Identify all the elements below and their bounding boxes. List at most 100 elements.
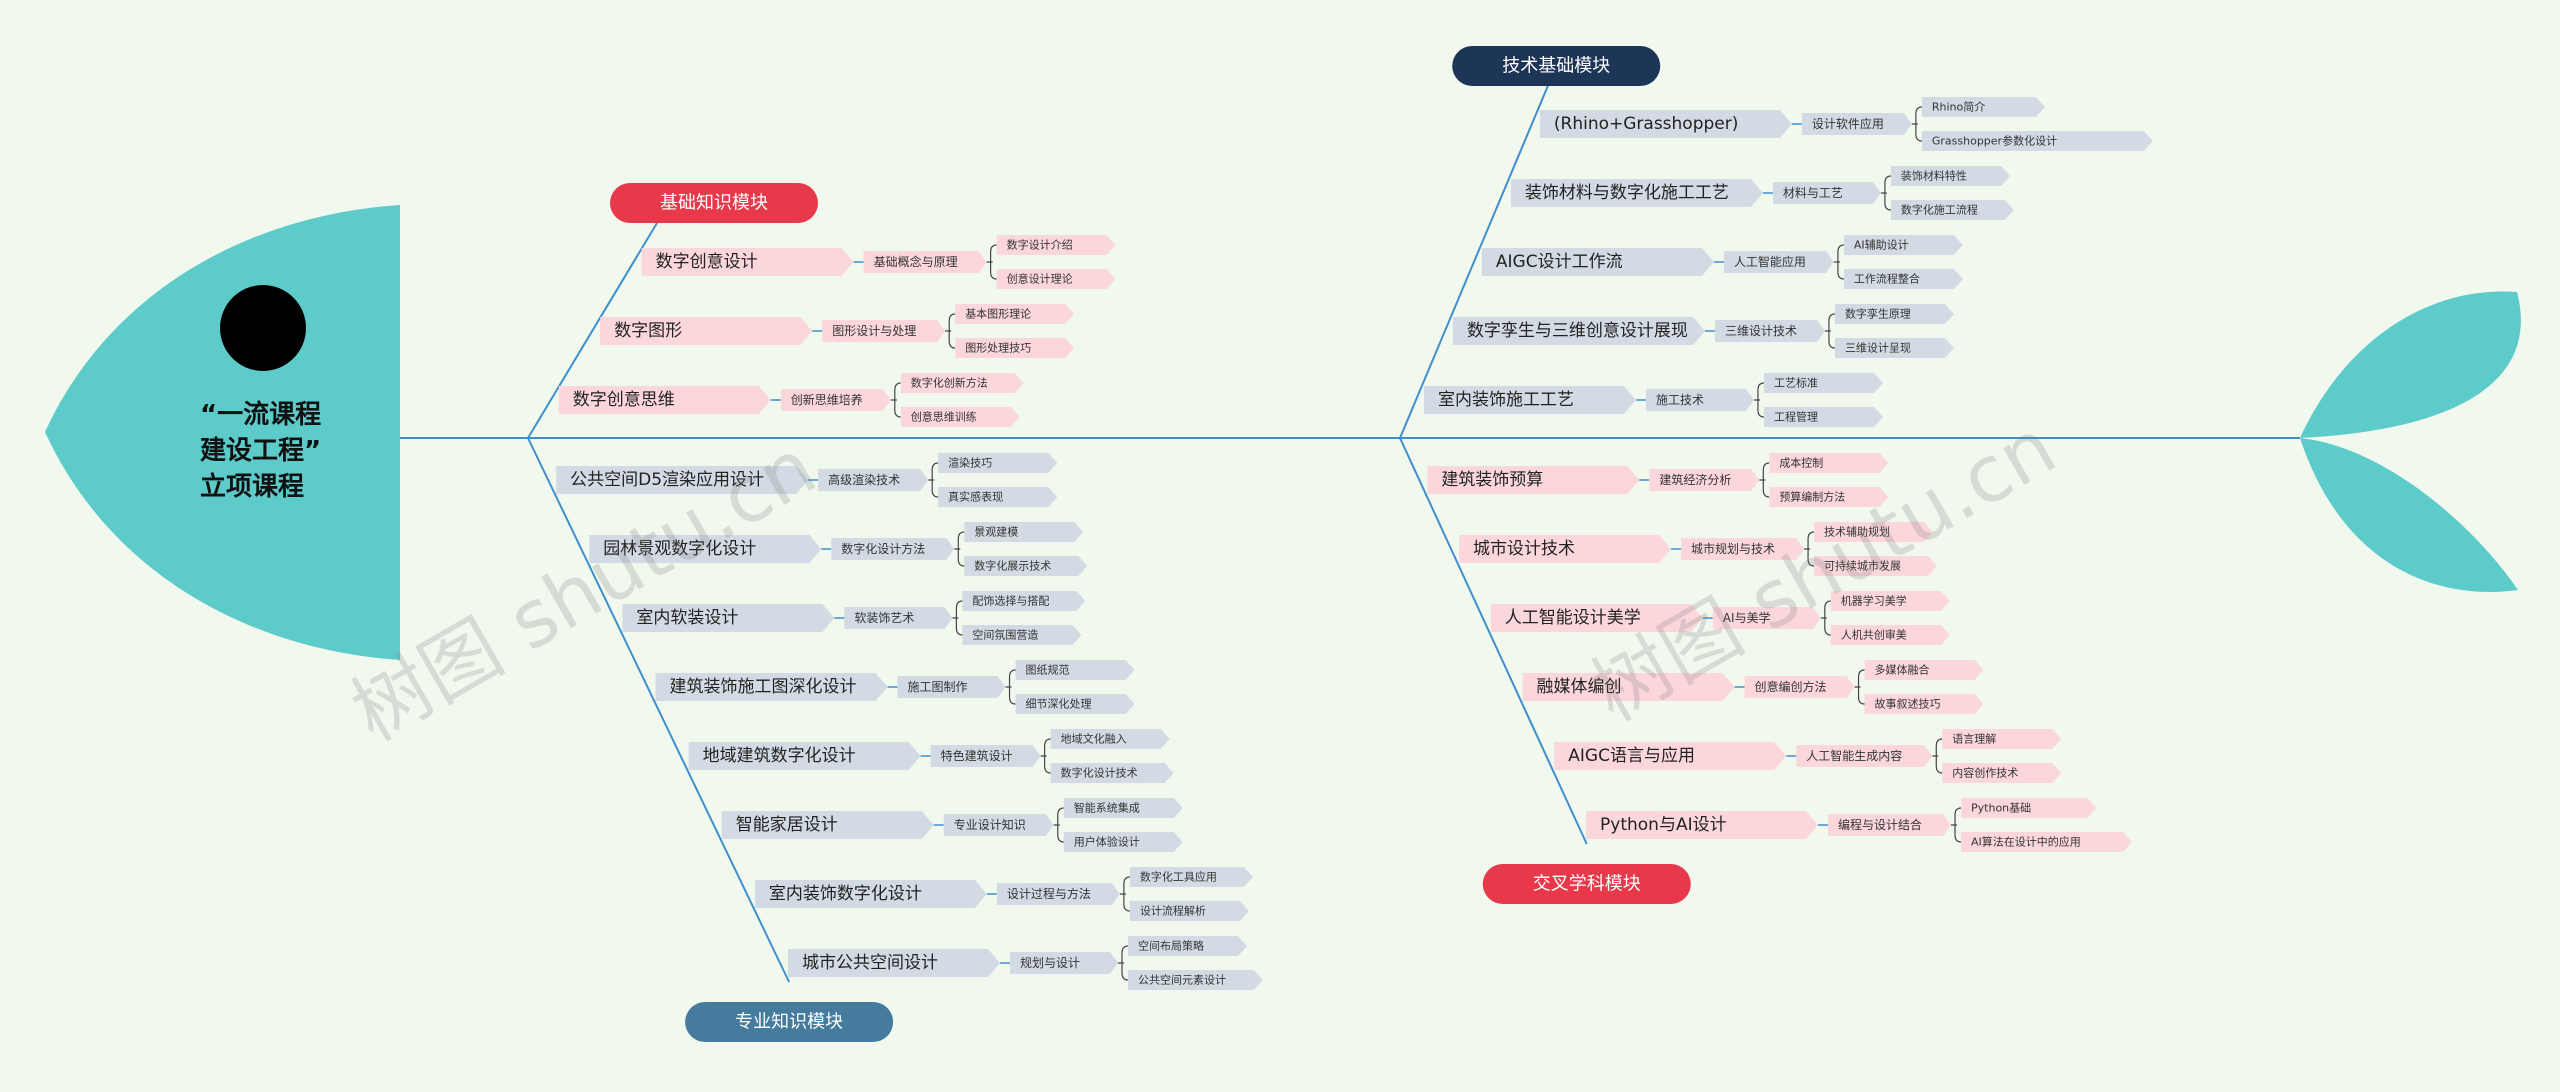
method-box[interactable] [1801, 113, 1912, 135]
leaf-box[interactable] [964, 556, 1088, 576]
node-box[interactable] [788, 949, 1000, 977]
leaf-box[interactable] [1942, 729, 2062, 749]
leaf-box[interactable] [955, 338, 1075, 358]
leaf-box[interactable] [962, 625, 1082, 645]
leaf-box[interactable] [1814, 522, 1934, 542]
branch-node: 地域建筑数字化设计特色建筑设计地域文化融入数字化设计技术 [688, 729, 1174, 783]
node-box[interactable] [655, 673, 888, 701]
leaf-box[interactable] [1129, 867, 1253, 887]
leaf-label: 可持续城市发展 [1824, 559, 1901, 573]
method-box[interactable] [1010, 952, 1118, 974]
leaf-box[interactable] [1864, 660, 1984, 680]
leaf-box[interactable] [938, 487, 1058, 507]
leaf-box[interactable] [1128, 970, 1263, 990]
method-box[interactable] [818, 469, 929, 491]
method-box[interactable] [1712, 607, 1821, 629]
node-box[interactable] [1510, 179, 1763, 207]
leaf-box[interactable] [1890, 200, 2014, 220]
leaf-box[interactable] [1063, 832, 1183, 852]
leaf-box[interactable] [1763, 373, 1883, 393]
leaf-label: 图纸规范 [1026, 663, 1070, 677]
leaf-box[interactable] [1921, 97, 2045, 117]
node-box[interactable] [589, 535, 822, 563]
node-box[interactable] [1427, 466, 1640, 494]
leaf-box[interactable] [938, 453, 1058, 473]
leaf-box[interactable] [1128, 936, 1247, 956]
node-box[interactable] [1452, 317, 1705, 345]
method-box[interactable] [996, 883, 1120, 905]
leaf-box[interactable] [1864, 694, 1984, 714]
node-box[interactable] [1423, 386, 1636, 414]
method-box[interactable] [1714, 320, 1825, 342]
method-box[interactable] [822, 320, 946, 342]
node-box[interactable] [1539, 110, 1792, 138]
leaf-box[interactable] [996, 235, 1116, 255]
leaf-box[interactable] [1921, 131, 2153, 151]
leaf-box[interactable] [1890, 166, 2010, 186]
leaf-box[interactable] [955, 304, 1075, 324]
leaf-bracket [954, 531, 965, 567]
method-box[interactable] [943, 814, 1054, 836]
node-box[interactable] [688, 742, 921, 770]
node-box[interactable] [641, 248, 854, 276]
method-box[interactable] [1681, 538, 1805, 560]
method-box[interactable] [1723, 251, 1834, 273]
method-box[interactable] [1828, 814, 1952, 836]
leaf-box[interactable] [996, 269, 1116, 289]
method-box[interactable] [1645, 389, 1754, 411]
leaf-box[interactable] [1843, 235, 1963, 255]
module-header[interactable] [1452, 46, 1661, 86]
leaf-box[interactable] [1830, 625, 1950, 645]
leaf-box[interactable] [1050, 763, 1174, 783]
leaf-box[interactable] [1814, 556, 1938, 576]
leaf-box[interactable] [1961, 832, 2133, 852]
method-box[interactable] [930, 745, 1041, 767]
leaf-box[interactable] [900, 407, 1020, 427]
node-box[interactable] [1481, 248, 1714, 276]
leaf-box[interactable] [1834, 304, 1954, 324]
leaf-box[interactable] [962, 591, 1086, 611]
leaf-box[interactable] [1843, 269, 1963, 289]
node-box[interactable] [1586, 811, 1819, 839]
method-box[interactable] [1772, 182, 1881, 204]
method-box[interactable] [844, 607, 953, 629]
method-box[interactable] [1744, 676, 1855, 698]
leaf-box[interactable] [1769, 453, 1889, 473]
node-box[interactable] [1522, 673, 1735, 701]
leaf-box[interactable] [1015, 694, 1135, 714]
node-box[interactable] [622, 604, 835, 632]
leaf-box[interactable] [1015, 660, 1135, 680]
leaf-label: AI辅助设计 [1854, 238, 1909, 252]
module-header[interactable] [685, 1002, 894, 1042]
leaf-box[interactable] [1961, 798, 2097, 818]
leaf-box[interactable] [1942, 763, 2062, 783]
node-box[interactable] [556, 466, 809, 494]
leaf-box[interactable] [964, 522, 1084, 542]
method-box[interactable] [897, 676, 1006, 698]
method-box[interactable] [1796, 745, 1933, 767]
node-box[interactable] [1490, 604, 1703, 632]
node-box[interactable] [1554, 742, 1787, 770]
leaf-box[interactable] [1834, 338, 1954, 358]
leaf-box[interactable] [1129, 901, 1249, 921]
leaf-box[interactable] [900, 373, 1024, 393]
node-box[interactable] [558, 386, 771, 414]
method-box[interactable] [780, 389, 891, 411]
leaf-label: 语言理解 [1952, 732, 1996, 746]
method-box[interactable] [863, 251, 987, 273]
module-header[interactable] [1482, 864, 1691, 904]
leaf-box[interactable] [1830, 591, 1950, 611]
node-box[interactable] [754, 880, 987, 908]
leaf-box[interactable] [1769, 487, 1889, 507]
leaf-box[interactable] [1063, 798, 1183, 818]
node-box[interactable] [600, 317, 813, 345]
node-box[interactable] [721, 811, 934, 839]
node-label: 公共空间D5渲染应用设计 [570, 470, 764, 490]
leaf-box[interactable] [1050, 729, 1170, 749]
node-box[interactable] [1459, 535, 1672, 563]
method-box[interactable] [1649, 469, 1760, 491]
branch-node: 城市公共空间设计规划与设计空间布局策略公共空间元素设计 [788, 936, 1263, 990]
method-box[interactable] [831, 538, 955, 560]
leaf-box[interactable] [1763, 407, 1883, 427]
module-header[interactable] [610, 183, 818, 223]
